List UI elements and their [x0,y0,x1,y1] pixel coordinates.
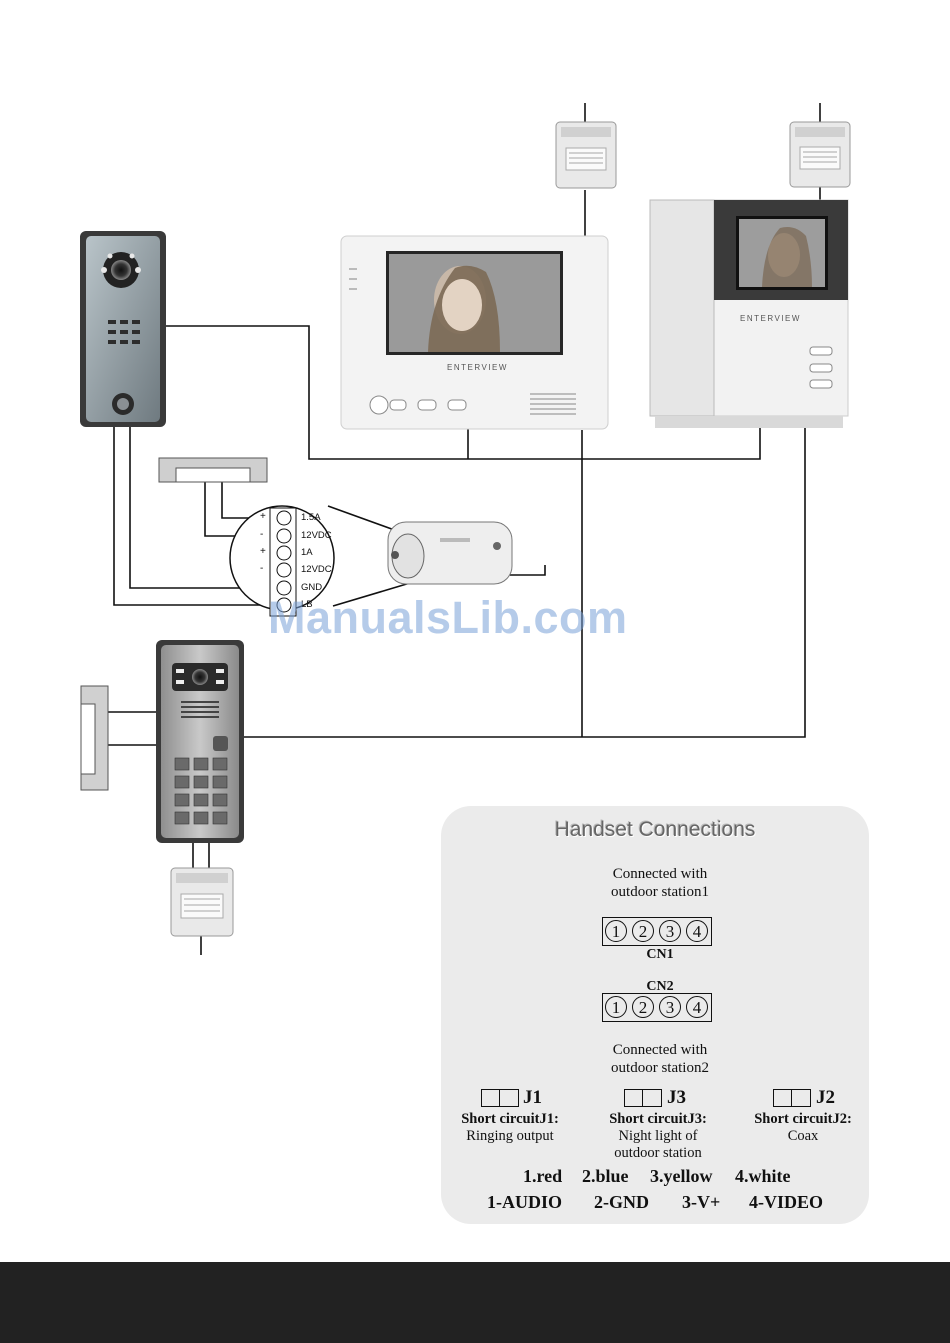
j2-title: Short circuitJ2: [754,1111,852,1127]
terminal-sign: - [260,563,264,574]
j1-description: Short circuitJ1: Ringing output [440,1111,580,1145]
signal-2: 2-GND [594,1192,649,1212]
signal-4: 4-VIDEO [749,1192,824,1212]
terminal-sign: - [260,529,264,540]
terminal-zoom [229,505,335,617]
j1-jumper-box [481,1089,519,1107]
j3-description: Short circuitJ3: Night light of outdoor … [588,1111,728,1162]
j2-description: Short circuitJ2: Coax [733,1111,873,1145]
cn1-label: CN1 [646,947,674,962]
cn2-label: CN2 [646,979,674,994]
terminal-label: 12VDC [301,564,332,575]
j3-line1: Night light of [618,1128,698,1144]
electric-lock-2 [80,685,109,791]
j2-label: J2 [816,1087,835,1108]
color-4: 4.white [735,1166,791,1186]
power-supply-unit-2 [789,121,851,188]
cn1-caption-line1: Connected with [612,866,708,882]
panel-title: Handset Connections [554,818,756,841]
power-supply-unit-3 [170,867,234,937]
handset-connections-panel [441,806,869,1224]
j1-label: J1 [523,1087,542,1108]
monitor-2 [649,199,849,428]
terminal-label: 1.5A [301,512,321,523]
door-station-1 [80,231,166,427]
watermark: ManualsLib.com [268,592,628,643]
cn2-caption-line2: outdoor station2 [611,1060,709,1076]
terminal-sign: + [260,546,266,557]
monitor-2-brand: ENTERVIEW [740,314,801,323]
j3-jumper-box [624,1089,662,1107]
j3-label: J3 [667,1087,686,1108]
terminal-sign: + [260,511,266,522]
terminal-label: 1A [301,547,313,558]
terminal-label: 12VDC [301,530,332,541]
color-2: 2.blue [582,1166,629,1186]
j1-line1: Ringing output [466,1128,554,1144]
cn2-pin-2: 2 [632,996,654,1018]
cn1-connector [602,917,712,946]
door-station-2 [156,640,244,843]
electric-lock-1 [158,457,268,483]
signal-1: 1-AUDIO [487,1192,562,1212]
terminal-label: GND [301,582,323,593]
j2-line1: Coax [787,1128,819,1144]
cn2-pin-4: 4 [686,996,708,1018]
cn1-pin-1: 1 [605,920,627,942]
color-3: 3.yellow [650,1166,713,1186]
cn1-pin-4: 4 [686,920,708,942]
cn1-pin-3: 3 [659,920,681,942]
footer-bar [0,1262,950,1343]
monitor-1 [340,235,609,430]
cn1-caption-line2: outdoor station1 [611,884,709,900]
j3-title: Short circuitJ3: [609,1111,707,1127]
terminal-label: LB [301,599,313,610]
color-1: 1.red [523,1166,563,1186]
j2-jumper-box [773,1089,811,1107]
power-supply-unit-1 [555,121,617,189]
j1-title: Short circuitJ1: [461,1111,559,1127]
signal-3: 3-V+ [682,1192,721,1212]
cn2-pin-3: 3 [659,996,681,1018]
lock-power-supply [387,521,513,585]
monitor-1-brand: ENTERVIEW [447,363,508,372]
cn1-pin-2: 2 [632,920,654,942]
j3-line2: outdoor station [614,1145,702,1161]
cn2-connector [602,993,712,1022]
cn2-pin-1: 1 [605,996,627,1018]
cn2-caption-line1: Connected with [612,1042,708,1058]
